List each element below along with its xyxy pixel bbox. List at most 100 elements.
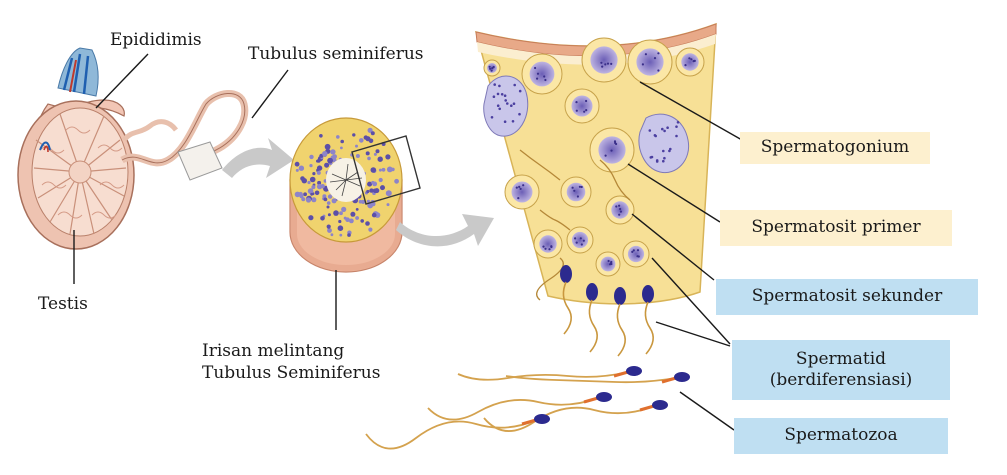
cell-dot [391, 167, 395, 172]
cell-dot [349, 218, 354, 224]
cell-dot [322, 151, 328, 157]
spermatid [560, 265, 572, 335]
leader-tubulus [251, 69, 289, 119]
cell-dot [319, 134, 323, 138]
germ-cell [504, 174, 540, 210]
cell-dot [338, 219, 342, 224]
germ-cell [483, 59, 501, 77]
arrow-to-cross-section [222, 138, 294, 178]
box-spermatosit-primer: Spermatosit primer [720, 210, 952, 246]
cell-dot [324, 143, 331, 150]
leader-spermatozoa [679, 391, 735, 431]
cell-dot [322, 194, 327, 199]
cell-dot [370, 167, 377, 173]
spermatozoon [505, 372, 690, 384]
cell-dot [330, 233, 334, 237]
leader-spermatosit-primer [627, 163, 721, 223]
spermatid [586, 283, 598, 353]
cell-dot [343, 216, 347, 220]
cell-dot [355, 216, 359, 220]
cell-dot [326, 201, 331, 205]
germ-cell [581, 37, 627, 83]
spermatozoa-illustration [365, 366, 690, 450]
germ-cell [566, 226, 594, 254]
germ-cell [560, 176, 592, 208]
cell-dot [341, 206, 347, 212]
cell-dot [350, 211, 356, 217]
cell-dot [316, 170, 321, 175]
cell-dot [370, 131, 375, 136]
cell-dot [337, 225, 344, 231]
cell-dot [333, 210, 339, 216]
cell-dot [339, 211, 343, 216]
cell-dot [347, 233, 351, 237]
spermatid-label: Spermatid [795, 348, 887, 369]
cell-dot [327, 228, 332, 233]
germ-cell [675, 47, 705, 77]
cell-dot [307, 188, 314, 194]
cell-dot [367, 156, 371, 161]
cell-dot [301, 197, 306, 202]
cell-dot [366, 199, 370, 203]
leader-spermatosit-sekunder [631, 213, 715, 281]
cell-dot [365, 136, 371, 142]
cell-dot [368, 227, 373, 232]
cell-dot [317, 180, 322, 185]
spermatozoon [427, 392, 612, 421]
cell-dot [360, 219, 365, 223]
cell-dot [309, 154, 314, 160]
cell-dot [316, 159, 319, 163]
cell-dot [372, 188, 377, 193]
leader-spermatid-b [655, 321, 731, 347]
cell-dot [305, 197, 312, 203]
cell-dot [309, 164, 313, 168]
leader-spermatid-a [651, 257, 731, 345]
cell-dot [352, 133, 356, 137]
cell-dot [320, 216, 325, 221]
cell-dot [365, 221, 370, 226]
cell-dot [298, 165, 305, 171]
cell-dot [378, 177, 383, 183]
leader-lines [73, 53, 743, 431]
label-tubulus-seminiferus: Tubulus seminiferus [248, 44, 424, 64]
cell-dot [386, 166, 393, 173]
cell-dot [326, 224, 331, 229]
cell-dot [330, 149, 336, 155]
cell-dot [294, 191, 301, 198]
cell-dot [355, 208, 359, 211]
cell-dot [361, 199, 366, 204]
cell-dot [375, 149, 380, 154]
cell-dot [366, 189, 370, 194]
cell-dot [327, 157, 333, 164]
cell-dot [365, 151, 370, 156]
cell-dot [300, 176, 305, 181]
cell-dot [323, 197, 328, 202]
spermatozoon [365, 414, 550, 450]
cell-dot [359, 138, 364, 143]
cell-dot [373, 152, 377, 156]
testis-illustration [17, 47, 249, 250]
cell-dot [327, 194, 333, 199]
cell-dot [311, 197, 317, 203]
cell-dot [314, 190, 320, 196]
germ-cell [533, 229, 563, 259]
cell-dot [311, 185, 316, 190]
spermatid [614, 287, 626, 357]
label-irisan-line1: Irisan melintang [202, 341, 345, 361]
cell-dot [312, 172, 316, 176]
cell-dot [331, 198, 337, 204]
cell-dot [381, 167, 386, 172]
box-spermatosit-sekunder: Spermatosit sekunder [716, 279, 978, 315]
germ-cell [589, 127, 635, 173]
box-spermatid: Spermatid (berdiferensiasi) [732, 340, 950, 400]
spermatid [642, 285, 654, 355]
germ-cell [605, 195, 635, 225]
cell-dot [295, 168, 299, 172]
spermatozoon [483, 400, 668, 432]
cell-dot [394, 178, 399, 184]
cell-dot [385, 190, 392, 197]
cell-dot [339, 233, 343, 237]
cell-dot [386, 203, 390, 207]
cell-dot [358, 199, 363, 204]
